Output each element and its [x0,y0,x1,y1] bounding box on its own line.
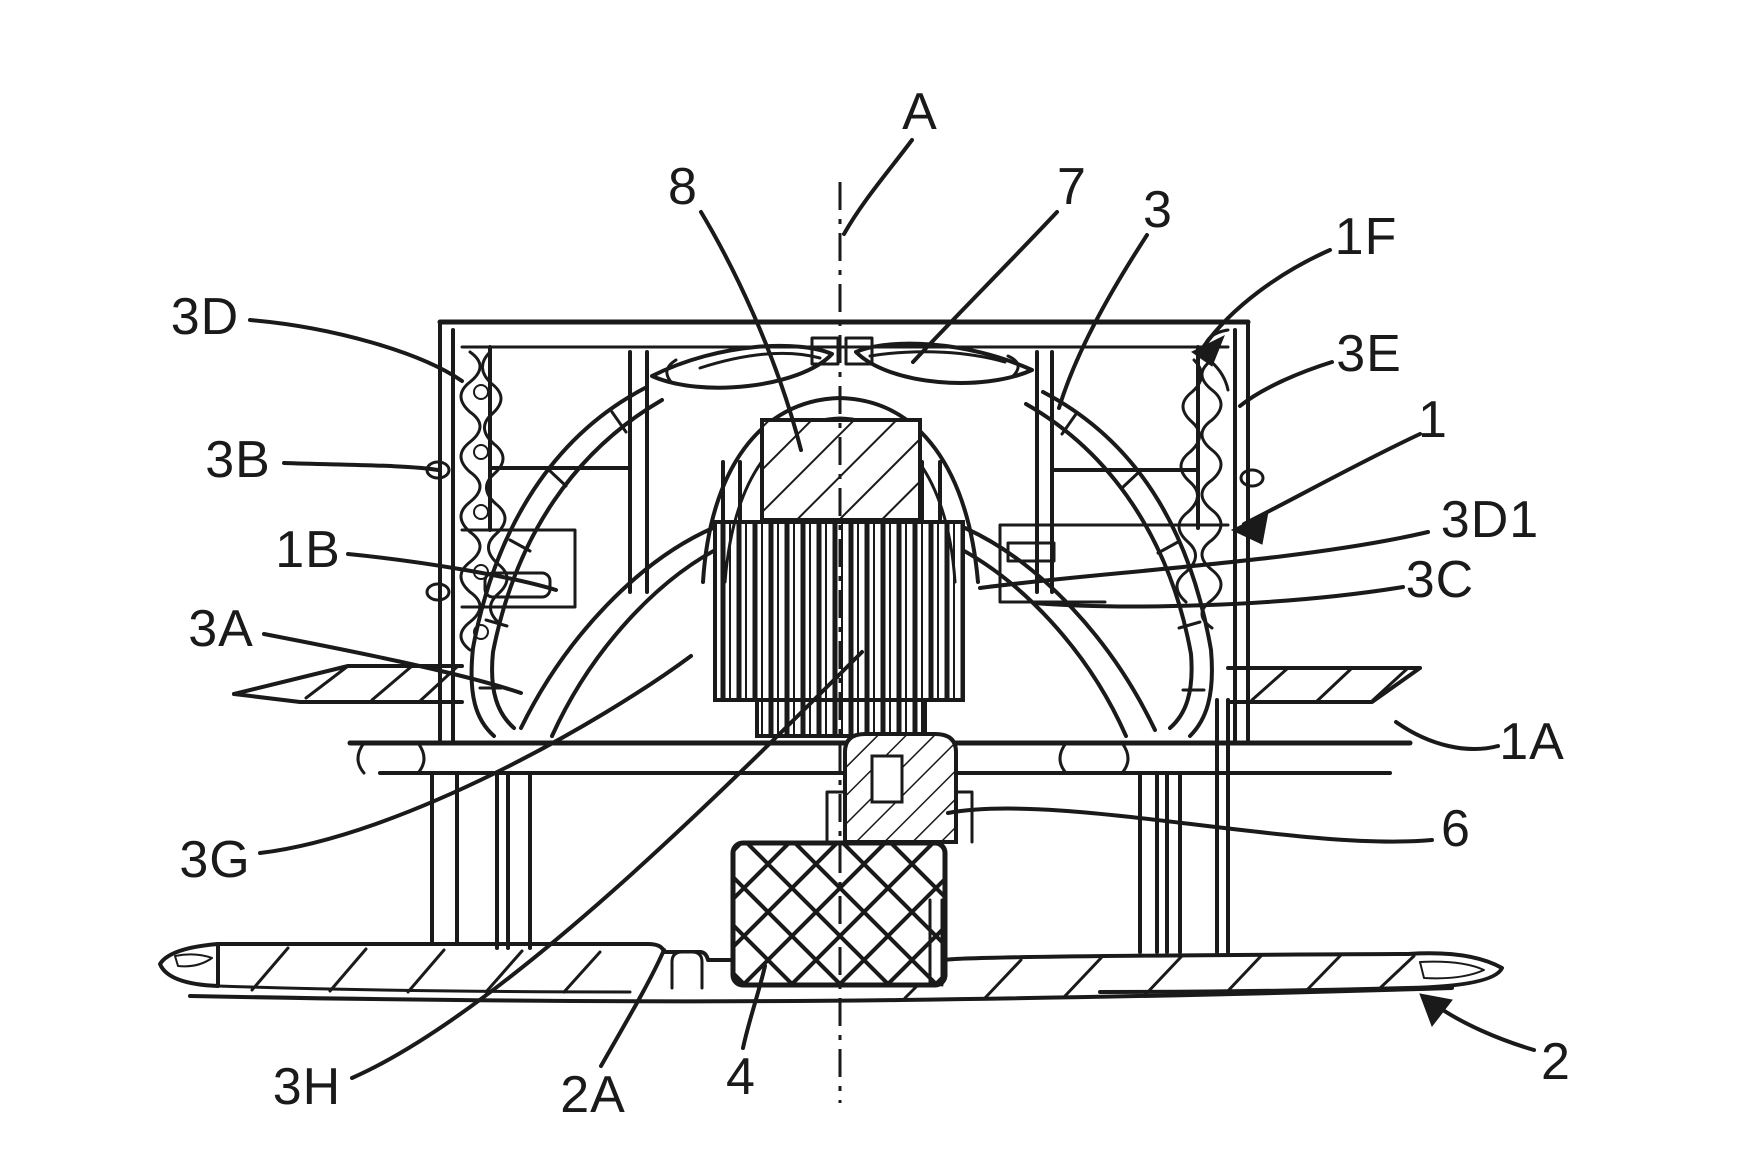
leader-arrowhead-2 [1419,993,1453,1028]
leader-arrowhead-1F [1191,334,1225,367]
ref-label-3A: 3A [188,600,254,658]
ref-label-1B: 1B [275,521,341,579]
ref-label-3H: 3H [273,1058,341,1116]
ref-label-3: 3 [1143,181,1173,239]
ref-label-3E: 3E [1336,325,1402,383]
leader-line-3A [262,632,523,695]
leader-line-3E [1238,360,1334,408]
ref-label-3D1: 3D1 [1441,491,1539,549]
leader-line-8 [699,210,803,452]
ref-label-3B: 3B [205,431,271,489]
leader-line-2 [1432,1002,1536,1052]
leader-line-4 [741,964,767,1050]
ref-label-3C: 3C [1406,551,1474,609]
leader-line-A [842,138,914,236]
leader-line-1A [1394,720,1500,751]
ref-label-6: 6 [1441,800,1471,858]
leader-line-3 [1057,233,1149,410]
ref-label-3G: 3G [179,831,250,889]
leader-line-1F [1202,248,1332,348]
leader-line-3H [350,650,864,1080]
leader-line-2A [599,948,666,1068]
fan-blades [650,336,1034,390]
leader-arrowhead-1 [1230,511,1269,545]
leader-line-3G [258,654,693,855]
inner-chambers [460,345,1230,609]
leader-line-3C [1032,585,1405,609]
ref-label-3D: 3D [171,288,239,346]
ref-label-A: A [902,83,938,141]
ref-label-1: 1 [1418,391,1448,449]
snap-fit-column-right [1175,358,1265,630]
leader-line-3D [248,318,464,383]
mounting-tab-2a [670,950,704,990]
leader-line-6 [946,806,1434,844]
ref-label-1F: 1F [1335,208,1398,266]
ref-label-2: 2 [1541,1033,1571,1091]
leader-line-3D1 [978,530,1430,590]
leader-line-1B [346,552,558,592]
leader-line-3B [282,461,440,472]
ref-label-8: 8 [668,158,698,216]
bearing-support [825,732,974,844]
ref-label-4: 4 [726,1048,756,1106]
ref-label-2A: 2A [560,1066,626,1124]
ref-label-7: 7 [1057,158,1087,216]
ref-label-1A: 1A [1499,713,1565,771]
leader-line-7 [911,210,1059,364]
leader-line-1 [1242,432,1422,526]
